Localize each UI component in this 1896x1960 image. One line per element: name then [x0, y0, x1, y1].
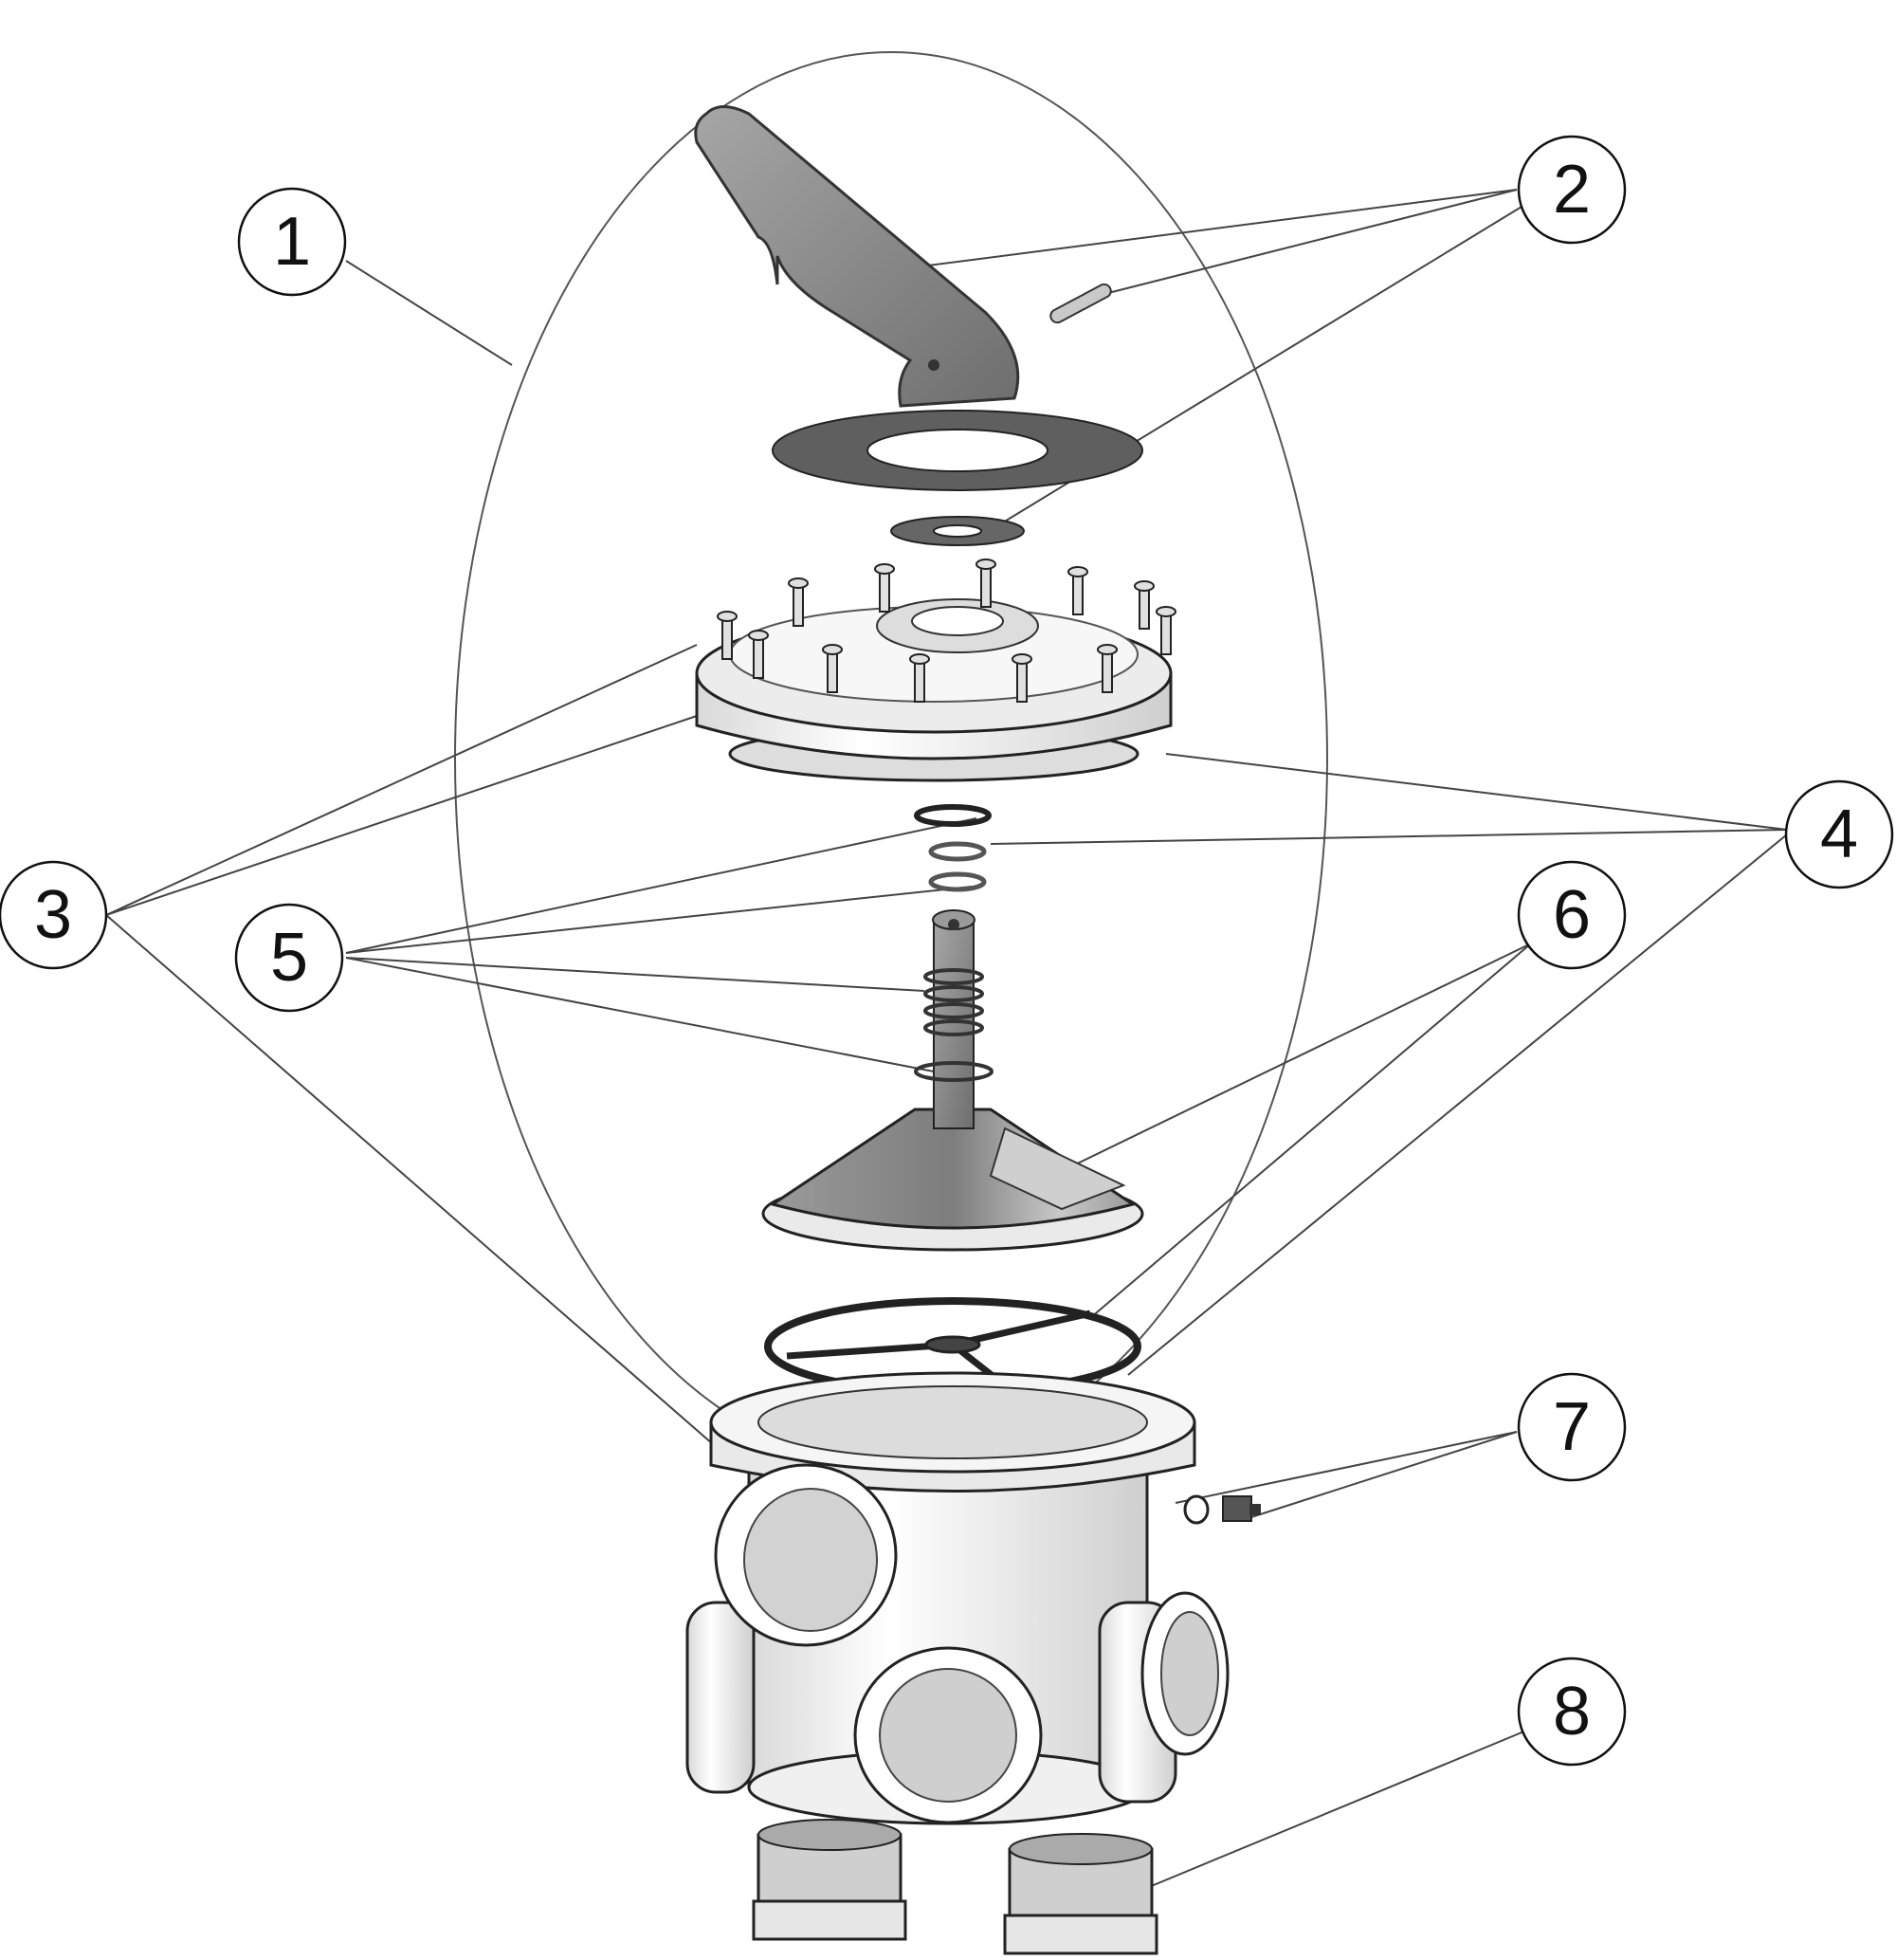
- callout-2-label: 2: [1553, 152, 1591, 228]
- side-port-right: [1140, 1591, 1230, 1756]
- callout-8: 8: [1517, 1657, 1627, 1767]
- callout-8-label: 8: [1553, 1674, 1591, 1749]
- flat-gasket: [771, 410, 1144, 491]
- valve-cover: [695, 559, 1176, 782]
- callout-7-label: 7: [1553, 1389, 1591, 1465]
- union-left: [752, 1819, 907, 1941]
- callout-3-label: 3: [34, 877, 72, 953]
- callout-6-label: 6: [1553, 877, 1591, 953]
- small-washer: [889, 516, 1026, 546]
- callout-5-label: 5: [270, 920, 308, 996]
- callout-6: 6: [1517, 860, 1627, 970]
- callout-1: 1: [237, 187, 347, 297]
- side-port-front: [853, 1646, 1043, 1824]
- callout-2: 2: [1517, 135, 1627, 245]
- callout-5: 5: [234, 903, 344, 1013]
- handle-pin: [1049, 283, 1112, 324]
- callout-4: 4: [1784, 779, 1894, 889]
- callout-4-label: 4: [1820, 797, 1858, 872]
- o-rings: [914, 804, 992, 892]
- union-right: [1003, 1833, 1158, 1955]
- side-port-left: [714, 1463, 898, 1647]
- valve-body: [685, 1371, 1230, 1825]
- callout-7: 7: [1517, 1372, 1627, 1482]
- drain-plug: [1183, 1494, 1261, 1525]
- unions: [752, 1819, 1158, 1955]
- callout-1-label: 1: [273, 204, 311, 280]
- cover-screws: [717, 559, 1176, 703]
- valve-handle: [694, 105, 1020, 408]
- valve-rotor: [761, 909, 1144, 1252]
- callout-3: 3: [0, 860, 108, 970]
